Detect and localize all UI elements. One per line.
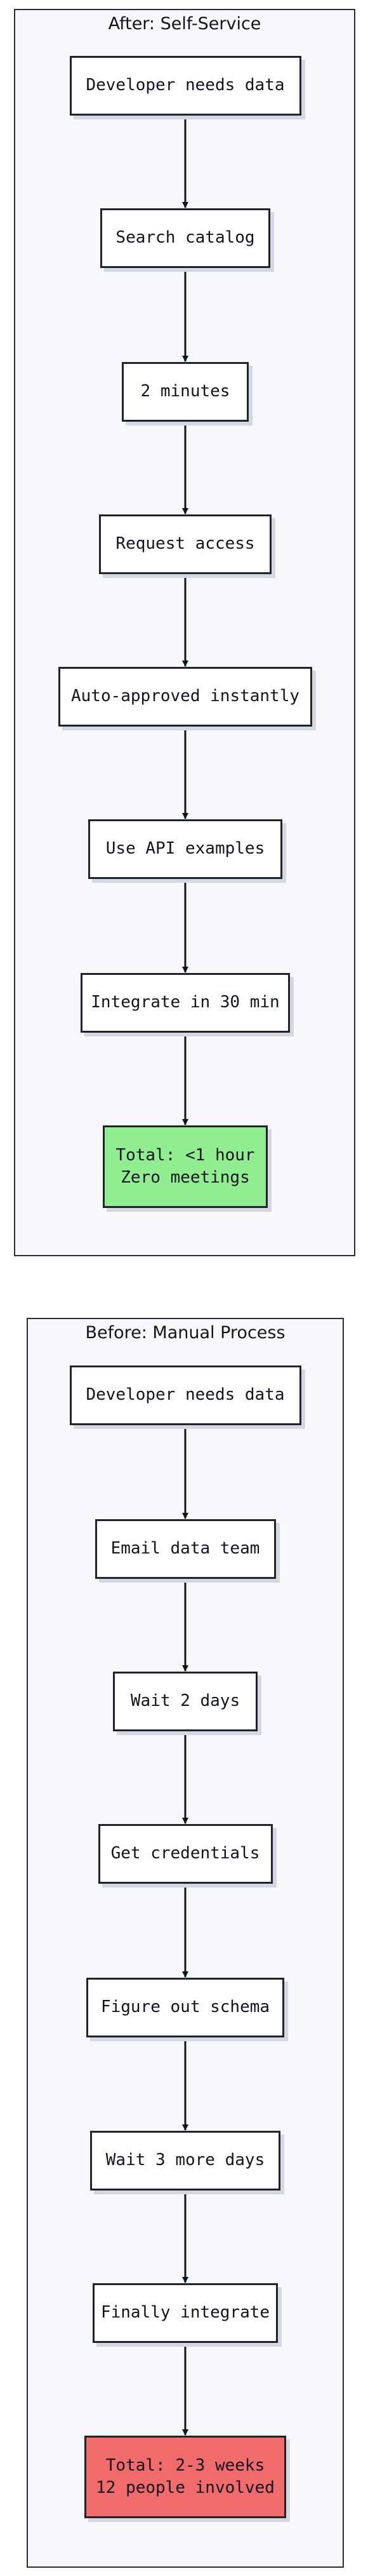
node-label-line: Figure out schema	[100, 1997, 270, 2017]
node-text: Integrate in 30 min	[91, 991, 279, 1014]
node-text: Request access	[115, 533, 254, 555]
node-text: Developer needs data	[86, 74, 284, 97]
after-step-2-node: Search catalog	[100, 208, 270, 268]
node-label-line: Finally integrate	[100, 2303, 270, 2323]
before-step-6-node: Wait 3 more days	[90, 2131, 280, 2190]
node-label-line: Integrate in 30 min	[91, 993, 280, 1012]
diagram-title: After: Self-Service	[108, 14, 261, 34]
node-label-line: Total: <1 hour	[115, 1145, 255, 1165]
before-step-1-node: Developer needs data	[69, 1365, 301, 1425]
node-text: Total: 2-3 weeks 12 people involved	[96, 2455, 275, 2499]
after-step-4-node: Request access	[99, 514, 272, 574]
node-label-line: Email data team	[110, 1539, 260, 1559]
after-step-1-node: Developer needs data	[69, 56, 301, 116]
node-label-line: Total: 2-3 weeks	[105, 2455, 265, 2475]
node-label-line: Wait 2 days	[130, 1691, 240, 1711]
node-label-line: Wait 3 more days	[105, 2150, 265, 2170]
after-step-7-node: Integrate in 30 min	[81, 973, 290, 1033]
node-label-line: Get credentials	[110, 1844, 260, 1863]
node-label-line: Auto-approved instantly	[70, 687, 300, 706]
after-step-3-node: 2 minutes	[122, 362, 249, 422]
before-step-5-node: Figure out schema	[86, 1978, 284, 2037]
node-label-line: Search catalog	[115, 228, 255, 248]
node-text: Wait 3 more days	[106, 2149, 265, 2171]
node-label-line: Developer needs data	[86, 76, 285, 95]
node-text: Wait 2 days	[131, 1690, 240, 1712]
node-text: Developer needs data	[86, 1384, 284, 1406]
after-step-6-node: Use API examples	[88, 819, 282, 879]
before-step-4-node: Get credentials	[98, 1824, 273, 1884]
node-text: Use API examples	[106, 838, 265, 860]
node-text: Email data team	[111, 1538, 260, 1560]
after-step-5-node: Auto-approved instantly	[58, 667, 312, 727]
before-step-2-node: Email data team	[95, 1519, 276, 1579]
node-text: Auto-approved instantly	[71, 685, 299, 708]
node-label-line: 12 people involved	[96, 2478, 275, 2497]
before-step-3-node: Wait 2 days	[113, 1672, 258, 1731]
node-text: Search catalog	[115, 227, 254, 249]
node-label-line: Zero meetings	[121, 1168, 250, 1187]
diagram-title: Before: Manual Process	[85, 1323, 286, 1343]
before-step-8-node: Total: 2-3 weeks 12 people involved	[84, 2436, 286, 2518]
node-text: 2 minutes	[141, 380, 230, 403]
before-step-7-node: Finally integrate	[93, 2283, 278, 2343]
node-text: Figure out schema	[101, 1996, 270, 2018]
node-text: Get credentials	[111, 1842, 260, 1865]
node-label-line: Use API examples	[105, 839, 265, 859]
node-text: Finally integrate	[101, 2302, 270, 2324]
node-label-line: 2 minutes	[140, 382, 230, 401]
node-label-line: Request access	[115, 534, 255, 554]
node-label-line: Developer needs data	[86, 1385, 285, 1405]
